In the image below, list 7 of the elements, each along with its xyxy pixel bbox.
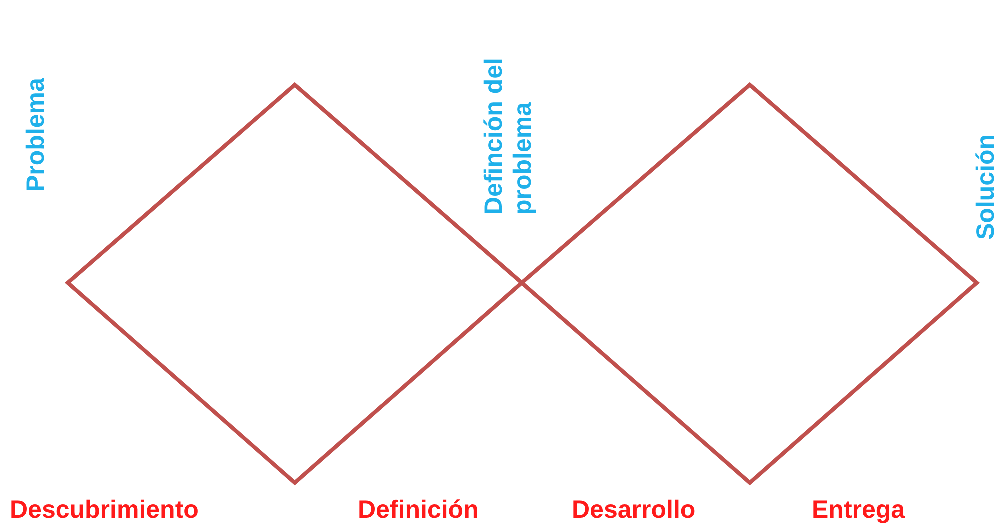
phase-label: Entrega bbox=[812, 496, 906, 525]
phase-label: Desarrollo bbox=[572, 496, 696, 525]
stage-label: Definción del problema bbox=[480, 57, 538, 215]
stage-label: Solución bbox=[972, 133, 1000, 240]
stage-label: Problema bbox=[22, 77, 51, 192]
phase-label: Definición bbox=[358, 496, 479, 525]
phase-label: Descubrimiento bbox=[10, 496, 199, 525]
